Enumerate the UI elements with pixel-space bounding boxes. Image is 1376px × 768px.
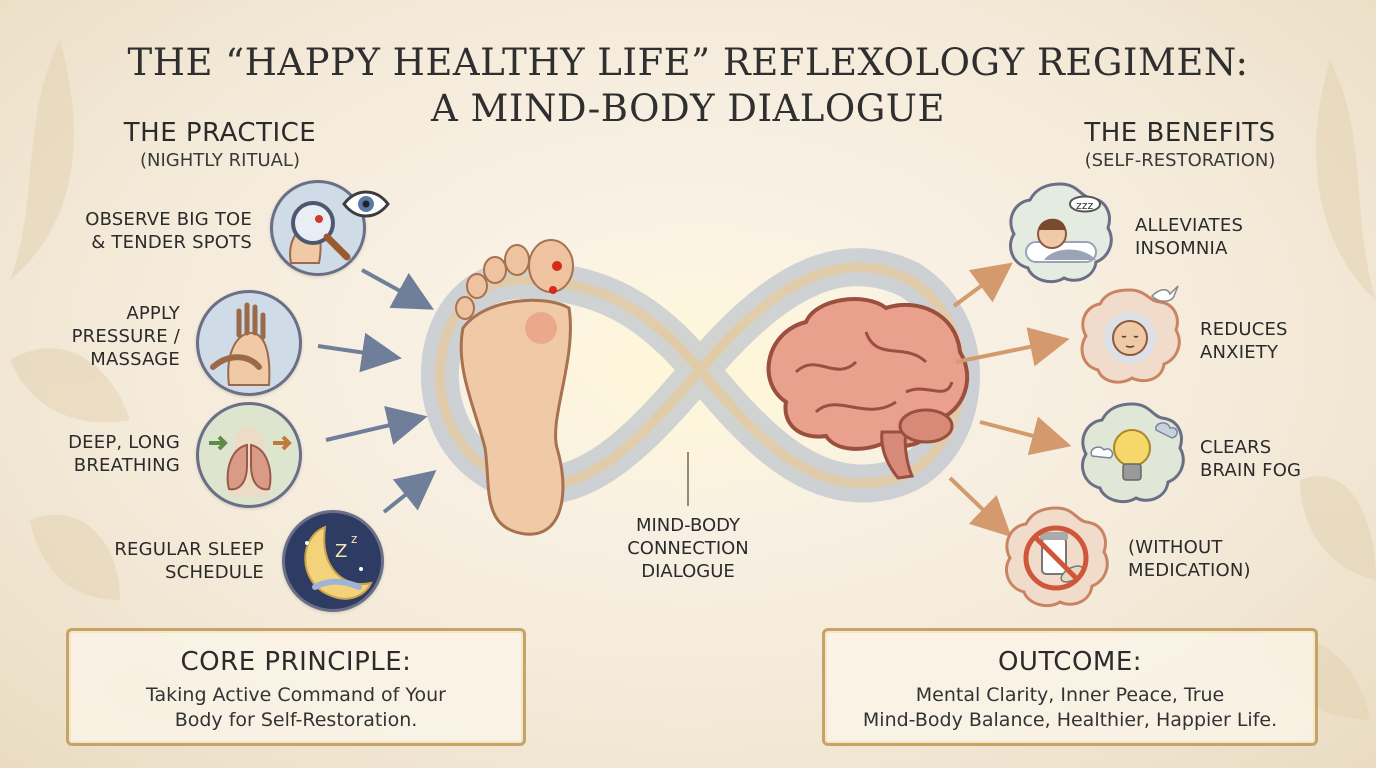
core-principle-heading: CORE PRINCIPLE: xyxy=(180,647,412,677)
arrow-pressure xyxy=(317,332,402,373)
benefit-label-insomnia: ALLEVIATES INSOMNIA xyxy=(1135,215,1244,259)
sleeping-person-icon: zzz xyxy=(1009,182,1113,284)
outcome-box: OUTCOME: Mental Clarity, Inner Peace, Tr… xyxy=(822,628,1318,746)
benefits-subheading: (SELF-RESTORATION) xyxy=(1084,150,1276,171)
benefit-label-anxiety: REDUCES ANXIETY xyxy=(1200,319,1288,363)
benefit-label-medication: (WITHOUT MEDICATION) xyxy=(1128,537,1251,581)
practice-label-pressure: APPLY PRESSURE / MASSAGE xyxy=(71,303,180,370)
mind-body-label: MIND-BODY CONNECTION DIALOGUE xyxy=(627,515,749,582)
benefits-heading: THE BENEFITS xyxy=(1084,118,1276,148)
calm-face-icon xyxy=(1080,288,1181,384)
connector-line xyxy=(687,452,689,506)
no-medication-icon xyxy=(1005,506,1109,608)
benefit-arrows xyxy=(948,262,1072,538)
outcome-heading: OUTCOME: xyxy=(997,647,1143,677)
practice-subheading: (NIGHTLY RITUAL) xyxy=(140,150,300,171)
arrow-brainfog xyxy=(979,416,1072,456)
title-line-1: THE “HAPPY HEALTHY LIFE” REFLEXOLOGY REG… xyxy=(127,41,1249,84)
practice-arrows xyxy=(317,268,437,514)
practice-label-observe: OBSERVE BIG TOE & TENDER SPOTS xyxy=(85,209,252,253)
arrow-observe xyxy=(361,268,435,310)
arrow-sleep xyxy=(382,470,437,514)
arrow-breathing xyxy=(325,405,428,445)
title-line-2: A MIND-BODY DIALOGUE xyxy=(431,87,945,130)
arrow-insomnia xyxy=(952,262,1013,308)
eye-icon xyxy=(342,190,390,218)
page-title: THE “HAPPY HEALTHY LIFE” REFLEXOLOGY REG… xyxy=(0,40,1376,132)
practice-label-sleep: REGULAR SLEEP SCHEDULE xyxy=(114,539,264,583)
foot-sole-icon xyxy=(455,239,574,536)
svg-text:z: z xyxy=(351,532,357,546)
dove-icon xyxy=(1150,285,1179,302)
lightbulb-icon xyxy=(1081,402,1185,504)
massage-hands-icon xyxy=(196,290,302,396)
core-principle-text: Taking Active Command of Your Body for S… xyxy=(146,684,446,731)
lungs-breathing-icon xyxy=(196,402,302,508)
svg-text:zzz: zzz xyxy=(1076,199,1094,212)
practice-label-breathing: DEEP, LONG BREATHING xyxy=(68,432,180,476)
arrow-anxiety xyxy=(955,327,1070,367)
benefit-label-brainfog: CLEARS BRAIN FOG xyxy=(1200,437,1302,481)
outcome-text: Mental Clarity, Inner Peace, True Mind-B… xyxy=(862,684,1278,731)
svg-text:Z: Z xyxy=(335,541,347,562)
moon-sleep-icon: Z z xyxy=(282,510,384,612)
brain-icon xyxy=(766,297,970,480)
arrow-medication xyxy=(948,476,1012,538)
practice-heading: THE PRACTICE xyxy=(123,118,317,148)
core-principle-box: CORE PRINCIPLE: Taking Active Command of… xyxy=(66,628,526,746)
